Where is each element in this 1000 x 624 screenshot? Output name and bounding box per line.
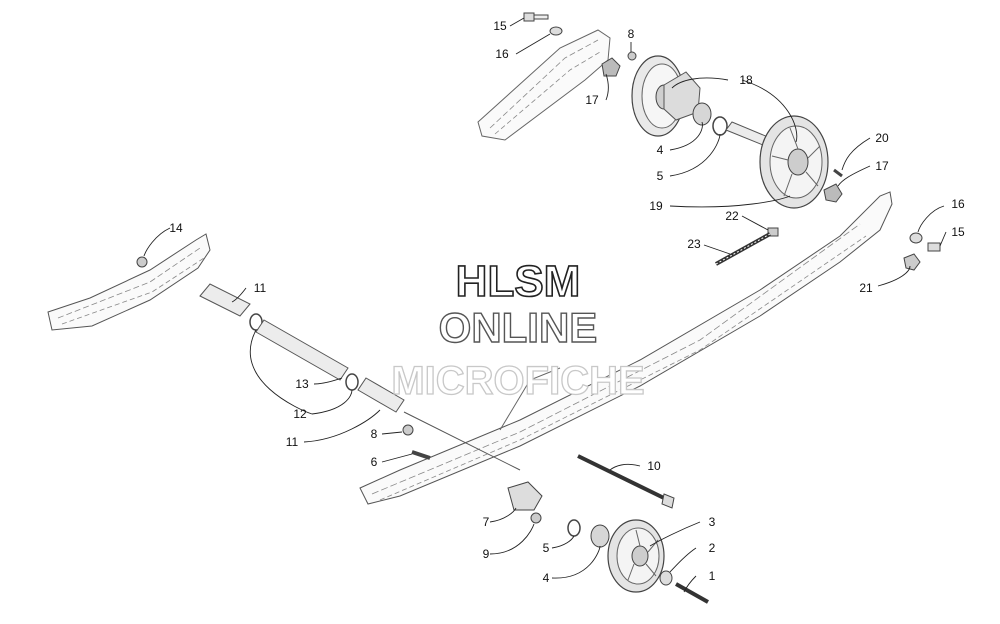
nut-14 (136, 256, 148, 268)
callout-4: 4 (657, 143, 664, 157)
tube-11-left (199, 283, 251, 317)
spacer-22 (767, 227, 779, 237)
callout-20: 20 (875, 131, 889, 145)
spacer-12-right (345, 373, 359, 391)
svg-text:5: 5 (543, 541, 550, 555)
svg-text:2: 2 (709, 541, 716, 555)
idler-wheel-large-right (759, 115, 829, 209)
callout-11: 11 (286, 435, 299, 449)
svg-text:20: 20 (875, 131, 889, 145)
svg-text:13: 13 (295, 377, 309, 391)
svg-text:4: 4 (543, 571, 550, 585)
callout-11: 11 (254, 281, 267, 295)
svg-text:1: 1 (709, 569, 716, 583)
tube-11-right (357, 377, 405, 413)
idler-wheel-small (607, 519, 665, 593)
callout-18: 18 (739, 73, 753, 87)
screw-20 (833, 168, 843, 178)
callout-15: 15 (951, 225, 965, 239)
svg-text:22: 22 (725, 209, 739, 223)
svg-text:4: 4 (657, 143, 664, 157)
callout-3: 3 (709, 515, 716, 529)
ring-upper (712, 116, 728, 136)
callout-17: 17 (875, 159, 889, 173)
callout-16: 16 (951, 197, 965, 211)
callout-23: 23 (687, 237, 701, 251)
assembly-axis (403, 411, 521, 471)
rod-23 (715, 232, 771, 266)
callout-6: 6 (371, 455, 378, 469)
svg-text:19: 19 (649, 199, 663, 213)
svg-text:17: 17 (585, 93, 599, 107)
upper-rail-fragment (477, 29, 611, 141)
callout-1: 1 (709, 569, 716, 583)
bolt-10 (577, 454, 669, 502)
nut-8-lower (402, 424, 414, 436)
callout-21: 21 (859, 281, 873, 295)
bolt-15-lower (927, 242, 941, 252)
washer-2 (659, 570, 673, 586)
callout-22: 22 (725, 209, 739, 223)
svg-text:3: 3 (709, 515, 716, 529)
bearing-upper (692, 102, 712, 126)
callout-7: 7 (483, 515, 490, 529)
svg-text:6: 6 (371, 455, 378, 469)
clip-21 (903, 253, 921, 271)
main-rail (359, 191, 893, 505)
washer-16-lower (909, 232, 923, 244)
svg-text:11: 11 (286, 435, 299, 449)
leader-lines (143, 17, 947, 593)
svg-text:14: 14 (169, 221, 183, 235)
callout-15: 15 (493, 19, 507, 33)
callout-14: 14 (169, 221, 183, 235)
svg-text:17: 17 (875, 159, 889, 173)
callout-17: 17 (585, 93, 599, 107)
svg-text:23: 23 (687, 237, 701, 251)
callout-5: 5 (657, 169, 664, 183)
bolt-6 (411, 450, 431, 460)
washer-16-upper (549, 26, 563, 36)
callout-12: 12 (293, 407, 307, 421)
watermark-line-3: MICROFICHE (391, 359, 644, 403)
callout-8: 8 (371, 427, 378, 441)
ring-5-lower (567, 519, 581, 537)
callout-2: 2 (709, 541, 716, 555)
callout-8: 8 (628, 27, 635, 41)
callout-13: 13 (295, 377, 309, 391)
bracket-7 (507, 481, 543, 511)
bolt-1 (675, 582, 709, 604)
svg-text:7: 7 (483, 515, 490, 529)
callout-10: 10 (647, 459, 661, 473)
svg-text:16: 16 (951, 197, 965, 211)
callout-9: 9 (483, 547, 490, 561)
callout-16: 16 (495, 47, 509, 61)
left-rail (47, 233, 211, 331)
idler-wheel-large-left (631, 55, 701, 137)
svg-text:10: 10 (647, 459, 661, 473)
svg-text:15: 15 (951, 225, 965, 239)
nut-8-upper (627, 51, 637, 61)
svg-text:12: 12 (293, 407, 307, 421)
svg-text:8: 8 (371, 427, 378, 441)
svg-text:8: 8 (628, 27, 635, 41)
svg-text:15: 15 (493, 19, 507, 33)
svg-text:21: 21 (859, 281, 873, 295)
svg-text:16: 16 (495, 47, 509, 61)
svg-text:9: 9 (483, 547, 490, 561)
svg-text:5: 5 (657, 169, 664, 183)
cap-17-right (823, 183, 843, 203)
svg-text:18: 18 (739, 73, 753, 87)
cap-17-upper (601, 57, 621, 77)
callout-5: 5 (543, 541, 550, 555)
tube-13 (255, 319, 349, 381)
bolt-15-upper (523, 12, 549, 22)
callout-19: 19 (649, 199, 663, 213)
bearing-4-lower (590, 524, 610, 548)
watermark-line-1: HLSM (456, 257, 581, 306)
nut-9 (530, 512, 542, 524)
watermark-line-2: ONLINE (439, 304, 598, 351)
callout-4: 4 (543, 571, 550, 585)
svg-text:11: 11 (254, 281, 267, 295)
